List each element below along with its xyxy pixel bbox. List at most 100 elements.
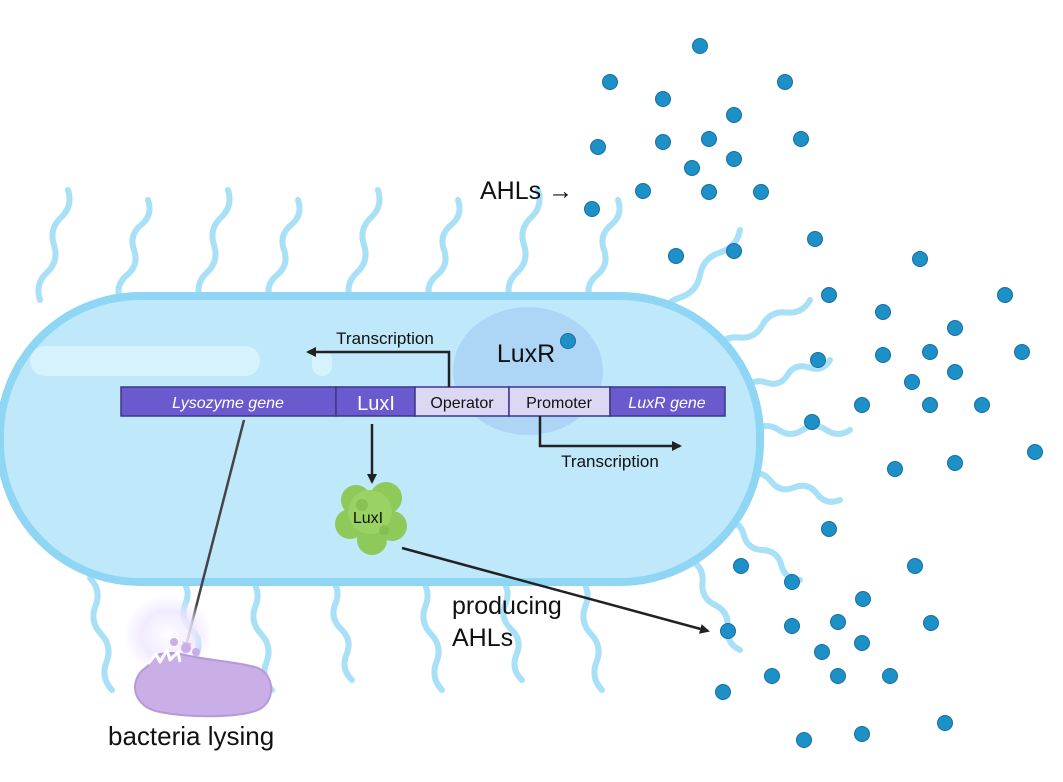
ahl-molecule — [692, 38, 708, 54]
producing-label-line2: AHLs — [452, 624, 513, 652]
ahl-molecule — [1014, 344, 1030, 360]
luxi-protein-label: LuxI — [353, 510, 383, 527]
ahl-molecule — [590, 139, 606, 155]
ahl-molecule — [701, 184, 717, 200]
flagellum — [195, 187, 233, 303]
ahl-molecule — [821, 521, 837, 537]
flagellum — [505, 187, 543, 303]
gene-segment-promoter — [508, 386, 611, 417]
ahl-molecule — [715, 684, 731, 700]
lysed-bacterium — [123, 595, 273, 718]
ahl-molecule — [907, 558, 923, 574]
flagellum — [417, 575, 445, 693]
ahl-molecule — [947, 320, 963, 336]
ahl-molecule — [887, 461, 903, 477]
ahl-molecule — [814, 644, 830, 660]
ahl-molecule — [701, 131, 717, 147]
flagellum — [742, 357, 833, 393]
cell-highlight — [30, 346, 260, 376]
ahl-molecule — [668, 248, 684, 264]
ahl-molecule — [726, 243, 742, 259]
ahl-molecule — [922, 397, 938, 413]
ahl-molecule — [937, 715, 953, 731]
ahl-molecule — [882, 668, 898, 684]
luxi-protein — [335, 482, 407, 555]
ahl-molecule — [1027, 444, 1043, 460]
flagellum — [87, 575, 115, 693]
transcription-left-label: Transcription — [336, 329, 434, 348]
ahl-molecule — [947, 455, 963, 471]
ahl-molecule — [560, 333, 576, 349]
ahl-molecule — [655, 134, 671, 150]
transcription-right-label: Transcription — [561, 452, 659, 471]
ahl-molecule — [875, 304, 891, 320]
ahl-molecule — [753, 184, 769, 200]
flagellum — [722, 517, 803, 583]
bacteria-lysing-label: bacteria lysing — [108, 721, 274, 751]
ahl-molecule — [784, 618, 800, 634]
flagellum — [712, 297, 813, 353]
flagellum — [745, 470, 843, 505]
ahl-molecule — [854, 635, 870, 651]
flagellum — [577, 575, 605, 693]
gene-label-luxr: LuxR gene — [628, 395, 705, 412]
ahl-molecule — [777, 74, 793, 90]
ahl-molecule — [830, 668, 846, 684]
ahl-molecules — [560, 38, 1043, 748]
transcription-left-arrow — [306, 347, 451, 387]
flagellum — [497, 575, 525, 683]
ahl-molecule — [726, 107, 742, 123]
transcription-right-arrow — [538, 416, 682, 451]
flagellum — [265, 197, 303, 303]
flagellum — [585, 197, 623, 303]
ahl-molecule — [726, 151, 742, 167]
gene-label-lysozyme: Lysozyme gene — [172, 395, 284, 412]
ahl-molecule — [912, 251, 928, 267]
ahl-molecule — [796, 732, 812, 748]
ahl-molecule — [854, 726, 870, 742]
gene-construct: Lysozyme gene LuxI Operator Promoter Lux… — [120, 386, 726, 417]
ahl-molecule — [635, 183, 651, 199]
ahls-label: AHLs → — [480, 177, 573, 205]
ahl-molecule — [720, 623, 736, 639]
flagellum — [345, 187, 383, 303]
flagellum — [247, 575, 275, 693]
flagellum — [425, 197, 463, 303]
ahl-molecule — [584, 201, 600, 217]
ahl-molecule — [733, 558, 749, 574]
ahl-molecule — [974, 397, 990, 413]
ahl-molecule — [784, 574, 800, 590]
ahl-molecule — [793, 131, 809, 147]
luxr-label: LuxR — [497, 340, 555, 368]
gene-label-operator: Operator — [430, 395, 494, 412]
flagellum — [115, 197, 153, 303]
ahl-molecule — [804, 414, 820, 430]
ahl-molecule — [875, 347, 891, 363]
ahl-molecule — [922, 344, 938, 360]
ahl-molecule — [764, 668, 780, 684]
ahl-molecule — [855, 591, 871, 607]
ahl-molecule — [684, 160, 700, 176]
ahl-molecule — [807, 231, 823, 247]
producing-ahls-arrow — [401, 546, 710, 634]
cell-highlight-small — [312, 350, 332, 376]
gene-segment-lysozyme — [120, 386, 337, 417]
ahl-molecule — [997, 287, 1013, 303]
ahl-molecule — [602, 74, 618, 90]
ahl-molecule — [821, 287, 837, 303]
flagellum — [327, 575, 355, 683]
ahl-molecule — [923, 615, 939, 631]
producing-label-line1: producing — [452, 592, 562, 620]
flagellum — [35, 187, 73, 303]
ahl-molecule — [810, 352, 826, 368]
ahl-molecule — [655, 91, 671, 107]
gene-label-promoter: Promoter — [526, 395, 592, 412]
flagellum — [752, 423, 853, 437]
ahl-molecule — [830, 614, 846, 630]
gene-segment-luxr — [609, 386, 726, 417]
gene-label-luxi: LuxI — [357, 393, 395, 415]
ahl-molecule — [904, 374, 920, 390]
ahl-molecule — [947, 364, 963, 380]
